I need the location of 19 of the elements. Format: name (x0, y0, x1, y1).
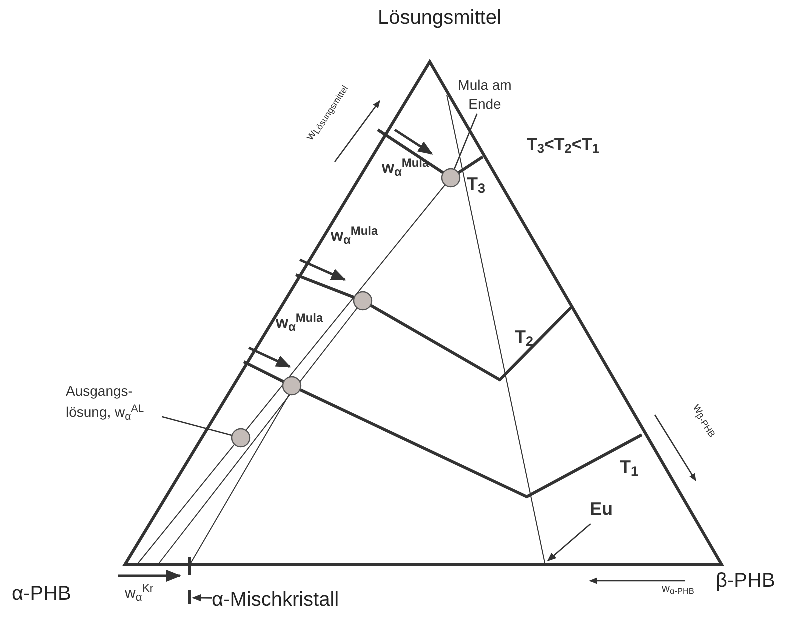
composition-point (231, 428, 251, 448)
axis-label: β-PHB (716, 571, 776, 591)
composition-point (441, 168, 461, 188)
annotation-text: α-Mischkristall (212, 588, 340, 613)
axis-label: T$_{1}$ (620, 458, 639, 476)
axis-label: Lösungsmittel (378, 8, 502, 28)
arrow (547, 524, 592, 562)
axis-label: α-PHB (12, 584, 72, 604)
axis-label: T$_{3}$ (467, 175, 486, 193)
axis-label: T$_{2}$ (515, 328, 534, 346)
composition-point (282, 376, 302, 396)
leader-line (454, 114, 478, 170)
arrow (192, 594, 212, 602)
composition-point (353, 291, 373, 311)
annotation-text: Eu (590, 498, 614, 521)
leader-line (162, 416, 232, 436)
annotation-text: Mula am Ende (457, 76, 513, 114)
axis-label: T$_{3}$<T$_{2}$<T$_{1}$ (527, 136, 600, 153)
axis-label: w$_{α-PHB}$ (662, 584, 694, 595)
